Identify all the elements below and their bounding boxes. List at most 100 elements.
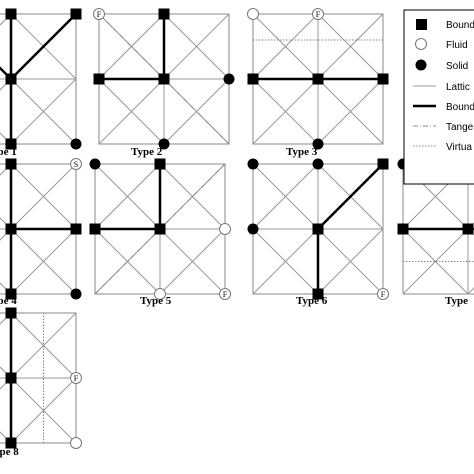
- panel-type-6-solid-node: [247, 223, 259, 235]
- panel-type-4-node-label: S: [74, 160, 78, 169]
- panel-type-5-fluid-node: [219, 288, 231, 300]
- panel-type-5-boundary-node: [89, 223, 101, 235]
- legend-label-solid-node: Solid: [446, 61, 468, 72]
- panel-type-6-boundary-node: [312, 223, 324, 235]
- panel-type-2-boundary-node: [93, 73, 105, 85]
- panel-type-3-node-label: B: [315, 75, 320, 84]
- panel-type-1-lattice-diagonal: [0, 13, 12, 26]
- panel-type-4-boundary-node: [70, 223, 82, 235]
- panel-type-1-lattice-diagonal: [0, 132, 12, 145]
- panel-type-3-solid-node: [312, 138, 324, 150]
- panel-type-1-lattice-diagonal: [0, 78, 12, 91]
- panel-type-6-lattice-diagonal: [252, 163, 319, 230]
- panel-type-8-lattice-diagonal: [0, 431, 12, 444]
- panel-type-5-lattice-diagonal: [159, 228, 226, 295]
- panel-type-3-lattice-diagonal: [252, 13, 319, 80]
- panel-type-5-node-label: B: [157, 225, 162, 234]
- panel-type-4-lattice-diagonal: [0, 163, 12, 176]
- panel-type-8-lattice-diagonal: [0, 366, 12, 379]
- panel-type-6-node-label: F: [381, 290, 386, 299]
- panel-type-8-lattice-diagonal: [0, 377, 12, 390]
- legend-solid-circle-icon: [415, 59, 427, 71]
- panel-type-2-boundary-node: [158, 73, 170, 85]
- legend-boundary-square-icon: [416, 19, 427, 30]
- panel-type-1-node-label: S: [74, 140, 78, 149]
- panel-type-6-boundary-node: [312, 288, 324, 300]
- caption-type-8: ype 8: [0, 446, 19, 458]
- panel-type-1-boundary-node: [70, 8, 82, 20]
- panel-type-2-fluid-node: [93, 8, 105, 20]
- panel-type-4-lattice-diagonal: [10, 228, 77, 295]
- panel-type-6-fluid-node: [377, 288, 389, 300]
- panel-type-1-boundary-link: [0, 66, 12, 80]
- panel-type-1-node-label: B: [8, 75, 13, 84]
- legend-label-boundary-node: Bound: [446, 20, 474, 31]
- panel-type-8-lattice-diagonal: [0, 312, 12, 325]
- caption-type-1: ype 1: [0, 146, 17, 158]
- panel-type-5-lattice-diagonal: [94, 163, 161, 230]
- panel-type-3-boundary-node: [377, 73, 389, 85]
- legend-label-tangent: Tange: [446, 122, 474, 133]
- panel-type-7-boundary-node: [397, 223, 409, 235]
- panel-type-5-node-label: S: [93, 160, 97, 169]
- panel-type-8-lattice-diagonal: [10, 377, 77, 444]
- panel-type-8-boundary-node: [5, 372, 17, 384]
- panel-type-2-lattice-diagonal: [98, 13, 165, 80]
- legend-label-lattice: Lattic: [446, 82, 470, 93]
- panel-type-8-boundary-node: [5, 307, 17, 319]
- caption-type-6: Type 6: [296, 295, 328, 307]
- caption-type-3: Type 3: [286, 146, 318, 158]
- legend-fluid-circle-icon: [415, 38, 427, 50]
- panel-type-4-boundary-node: [5, 158, 17, 170]
- panel-type-6-solid-node: [247, 158, 259, 170]
- panel-type-5-boundary-node: [154, 158, 166, 170]
- panel-type-4-lattice-diagonal: [0, 282, 12, 295]
- panel-type-4-node-label: B: [8, 225, 13, 234]
- panel-type-2-solid-node: [158, 138, 170, 150]
- panel-type-3-lattice-diagonal: [317, 13, 384, 80]
- panel-type-4-boundary-node: [5, 223, 17, 235]
- panel-type-2-node-label: B: [161, 75, 166, 84]
- panel-type-6-boundary-link: [317, 163, 384, 230]
- panel-type-6-lattice-diagonal: [317, 228, 384, 295]
- panel-type-3-fluid-node: [247, 8, 259, 20]
- panel-type-3-lattice-diagonal: [252, 78, 319, 145]
- panel-type-4-solid-node: [70, 288, 82, 300]
- panel-type-7-boundary-node: [462, 223, 474, 235]
- panel-type-5-solid-node: [89, 158, 101, 170]
- panel-type-1-boundary-node: [5, 138, 17, 150]
- panel-type-4-fluid-node: [70, 158, 82, 170]
- panel-type-3-node-label: F: [316, 10, 321, 19]
- panel-type-5-fluid-node: [154, 288, 166, 300]
- panel-type-1-solid-node: [70, 138, 82, 150]
- panel-type-2-node-label: F: [97, 10, 102, 19]
- panel-type-8-fluid-node: [70, 372, 82, 384]
- panel-type-3-boundary-node: [247, 73, 259, 85]
- panel-type-8-boundary-node: [5, 437, 17, 449]
- panel-type-3-boundary-node: [312, 73, 324, 85]
- panel-type-5-node-label: F: [223, 290, 228, 299]
- panel-type-7-node-label: B: [465, 225, 470, 234]
- panel-type-3-lattice-diagonal: [317, 78, 384, 145]
- panel-type-2-lattice-diagonal: [163, 13, 230, 80]
- panel-type-4-boundary-node: [5, 288, 17, 300]
- panel-type-5-fluid-node: [219, 223, 231, 235]
- panel-type-6-solid-node: [312, 158, 324, 170]
- panel-type-4-lattice-diagonal: [0, 228, 12, 241]
- panel-type-4-lattice-diagonal: [10, 163, 77, 230]
- panel-type-5-lattice-diagonal: [94, 228, 161, 295]
- panel-type-2-lattice-diagonal: [98, 78, 165, 145]
- caption-type-2: Type 2: [131, 146, 163, 158]
- panel-type-6-node-label: B: [315, 225, 320, 234]
- panel-type-3-node-label: S: [316, 140, 320, 149]
- panel-type-8-node-label: F: [74, 374, 79, 383]
- caption-type-7: Type: [445, 295, 468, 307]
- legend-box: [403, 9, 474, 185]
- panel-type-1-boundary-node: [5, 8, 17, 20]
- panel-type-1-lattice-diagonal: [10, 78, 77, 145]
- caption-type-4: ype 4: [0, 295, 17, 307]
- legend-label-boundary-line: Bound: [446, 102, 474, 113]
- panel-type-8-node-label: B: [8, 374, 13, 383]
- caption-type-5: Type 5: [140, 295, 172, 307]
